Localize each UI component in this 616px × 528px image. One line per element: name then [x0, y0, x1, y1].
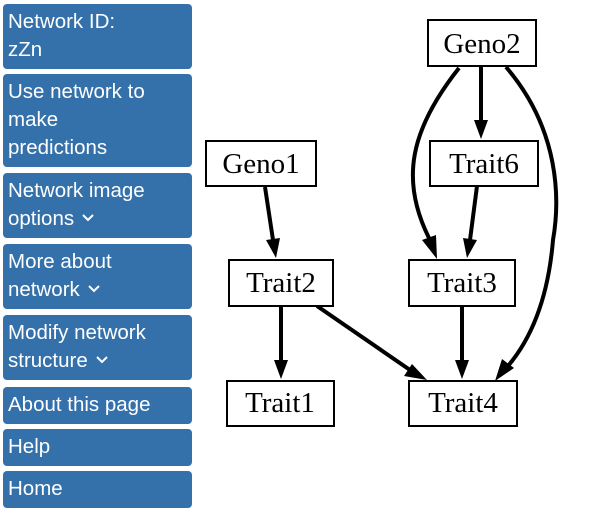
modify-label-line1: Modify network	[8, 321, 146, 344]
node-trait4: Trait4	[408, 380, 518, 427]
home-label: Home	[8, 477, 63, 500]
chevron-down-icon	[82, 213, 94, 223]
node-geno2-label: Geno2	[443, 28, 520, 60]
image-options-label-line1: Network image	[8, 179, 145, 202]
chevron-down-icon	[88, 284, 100, 294]
modify-label-line2: structure	[8, 349, 88, 372]
node-trait1-label: Trait1	[245, 387, 315, 419]
more-about-label-line1: More about	[8, 250, 112, 273]
edge-trait2-trait4	[315, 304, 412, 372]
edge-geno2-trait4	[504, 65, 559, 368]
predictions-label-line2: make	[8, 108, 59, 131]
modify-network-structure-button[interactable]: Modify network structure	[3, 315, 192, 380]
network-id-value: zZn	[8, 38, 43, 61]
predictions-label-line3: predictions	[8, 136, 108, 159]
node-trait3-label: Trait3	[427, 267, 497, 299]
chevron-down-icon	[96, 355, 108, 365]
more-about-network-button[interactable]: More about network	[3, 244, 192, 309]
edge-trait3-trait4-arrowhead	[455, 360, 469, 379]
edge-geno2-trait3	[410, 66, 461, 239]
image-options-label-line2: options	[8, 207, 75, 230]
about-this-page-button[interactable]: About this page	[3, 387, 192, 424]
use-network-predictions-button[interactable]: Use network to make predictions	[3, 74, 192, 167]
node-geno1: Geno1	[205, 140, 317, 187]
edge-geno2-trait6-arrowhead	[474, 120, 488, 139]
edge-trait6-trait3	[468, 185, 479, 241]
home-button[interactable]: Home	[3, 471, 192, 508]
node-geno1-label: Geno1	[222, 148, 299, 180]
network-graph: Geno2 Geno1 Trait6 Trait2 Trait3 Trait1 …	[205, 19, 559, 427]
help-button[interactable]: Help	[3, 429, 192, 466]
node-geno2: Geno2	[427, 19, 537, 67]
edge-trait2-trait4-arrowhead	[404, 364, 427, 380]
network-id-button[interactable]: Network ID: zZn	[3, 4, 192, 69]
help-label: Help	[8, 435, 51, 458]
node-trait6-label: Trait6	[449, 148, 519, 180]
node-trait2: Trait2	[228, 259, 334, 307]
node-trait2-label: Trait2	[246, 267, 316, 299]
edge-trait6-trait3-arrowhead	[463, 238, 477, 258]
network-image-options-button[interactable]: Network image options	[3, 173, 192, 238]
edge-geno2-trait4-arrowhead	[495, 359, 514, 381]
predictions-label-line1: Use network to	[8, 80, 145, 103]
edge-geno2-trait3-arrowhead	[422, 235, 437, 259]
node-trait4-label: Trait4	[428, 387, 498, 419]
edge-geno1-trait2-arrowhead	[266, 238, 280, 258]
about-page-label: About this page	[8, 393, 151, 416]
more-about-label-line2: network	[8, 278, 80, 301]
edge-geno1-trait2	[263, 186, 275, 241]
node-trait3: Trait3	[408, 259, 516, 307]
node-trait1: Trait1	[226, 380, 335, 427]
node-trait6: Trait6	[429, 140, 539, 187]
network-id-label: Network ID:	[8, 10, 116, 33]
edge-trait2-trait1-arrowhead	[274, 360, 288, 379]
